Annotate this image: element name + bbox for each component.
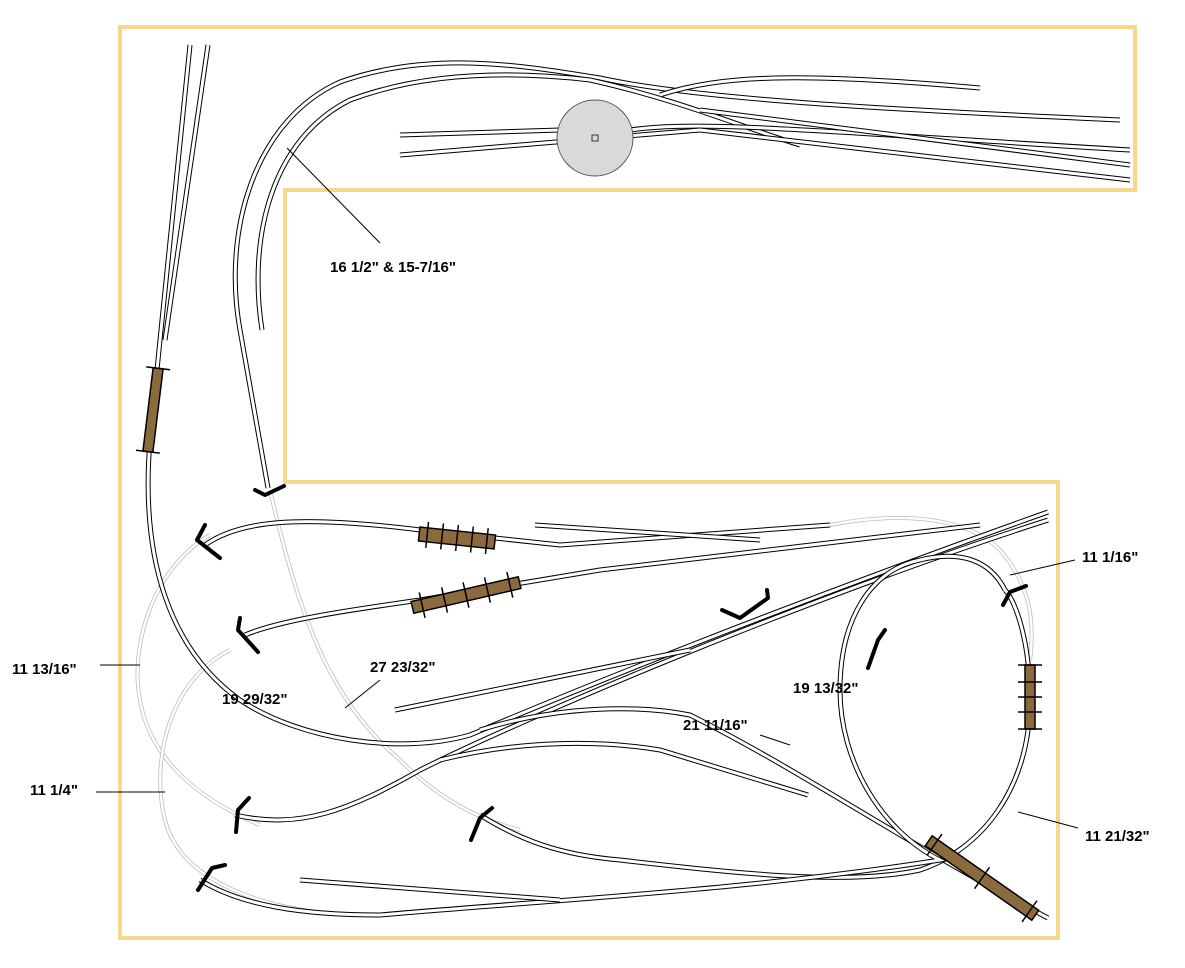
bridge-right-loop xyxy=(1018,664,1042,730)
bridge-left-vertical xyxy=(135,366,171,454)
bridge-upper-yard xyxy=(417,521,497,555)
bumpers xyxy=(195,484,1028,892)
label-right-loop-lower: 11 21/32" xyxy=(1085,828,1150,845)
label-center-lower-curve: 21 11/16" xyxy=(683,717,748,734)
hidden-tracks xyxy=(135,489,1034,917)
benchwork-outline xyxy=(118,25,1137,940)
label-left-loop-lower: 11 1/4" xyxy=(30,782,78,799)
label-right-loop-inner: 19 13/32" xyxy=(793,680,859,697)
label-center-curve: 27 23/32" xyxy=(370,659,436,676)
label-helix-radius: 16 1/2" & 15-7/16" xyxy=(330,259,456,276)
label-left-loop-upper: 11 13/16" xyxy=(12,661,77,678)
bridges xyxy=(135,366,1042,923)
label-left-main-curve: 19 29/32" xyxy=(222,691,288,708)
bridge-middle-yard xyxy=(410,572,522,618)
label-right-loop-outer: 11 1/16" xyxy=(1082,549,1139,566)
main-tracks xyxy=(145,44,1131,921)
bridge-lower-right xyxy=(924,833,1040,923)
leader-lines xyxy=(96,147,1079,829)
turntable xyxy=(556,99,634,177)
